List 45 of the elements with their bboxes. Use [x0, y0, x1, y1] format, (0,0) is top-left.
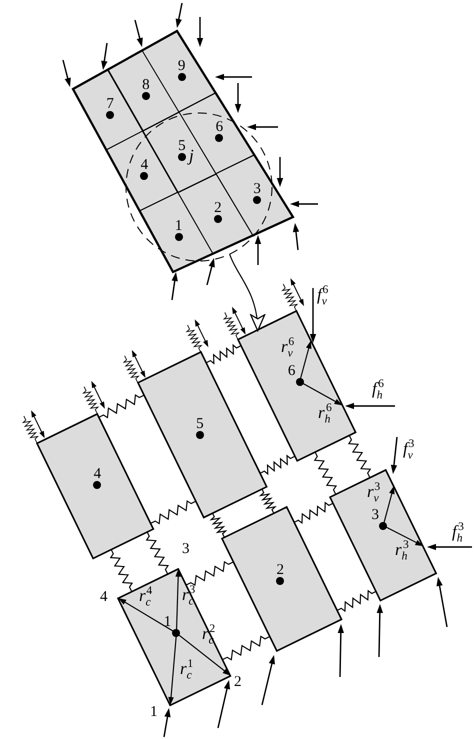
dashed-circle [125, 112, 273, 262]
spring [209, 512, 228, 538]
cell-number: 9 [176, 58, 186, 74]
cell-number: 5 [195, 416, 205, 432]
rigid-block [222, 507, 342, 652]
cell-number: 4 [92, 466, 102, 482]
cell-number: 7 [105, 96, 115, 112]
grid-cell [216, 155, 293, 236]
spring [314, 452, 338, 494]
spring [206, 344, 242, 365]
corner-number: 2 [234, 673, 242, 691]
spring [146, 532, 170, 574]
corner-number: 3 [182, 540, 190, 558]
spring [260, 454, 296, 476]
transfer-arrow [229, 254, 265, 332]
cell-number: 4 [140, 158, 150, 173]
cell-number: 6 [286, 364, 296, 379]
cell-number: 8 [141, 78, 151, 93]
rigid-block [238, 310, 356, 461]
grid-cell [179, 93, 254, 174]
cell-number: 3 [370, 508, 380, 523]
spring [258, 488, 277, 514]
corner-number: 4 [100, 588, 108, 606]
cell-number: 3 [252, 182, 262, 198]
rigid-block [138, 352, 266, 518]
vector-label: j [189, 147, 194, 165]
cell-number: 2 [213, 200, 223, 216]
rigid-block [330, 470, 436, 600]
cell-number: 2 [276, 563, 286, 578]
spring [150, 500, 196, 525]
cell-number: 5 [177, 139, 187, 154]
spring [336, 590, 377, 612]
cell-number: 6 [214, 120, 224, 136]
spring [222, 636, 270, 661]
grid-cell [142, 31, 216, 112]
spring [186, 560, 234, 586]
spring [110, 549, 134, 592]
cell-number: 1 [174, 219, 184, 234]
corner-number: 1 [150, 703, 158, 721]
cell-number: 1 [162, 615, 172, 630]
rigid-block [118, 568, 231, 706]
rigid-block [37, 414, 154, 558]
spring [98, 394, 144, 418]
spring [294, 502, 334, 524]
spring [348, 435, 372, 478]
